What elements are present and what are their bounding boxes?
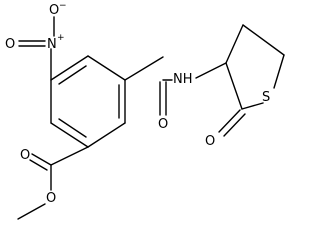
ring-bond: [87, 122, 126, 148]
ring-bond: [50, 122, 89, 148]
ring-bond: [225, 62, 243, 110]
ring-to-carbonyl-bond: [124, 56, 164, 81]
o-to-methyl-bond: [17, 203, 46, 220]
ring-double-bond: [58, 118, 87, 138]
structure-canvas: N + O − O O NH S O O O: [5, 1, 285, 220]
ring-bond: [242, 24, 285, 56]
nitro-n-charge: +: [57, 33, 65, 43]
lactone-double-bond: [218, 109, 241, 133]
nitro-o-charge: −: [59, 1, 67, 11]
ester-o-single-label: O: [46, 191, 56, 206]
ester-o-double-label: O: [20, 148, 30, 163]
thiolactone-ring: S O: [205, 24, 285, 149]
methyl-ester-group: O O: [17, 146, 89, 220]
ring-double-bond: [58, 65, 87, 85]
nh-to-ring-bond: [195, 62, 227, 79]
ring-bond: [225, 24, 244, 64]
nitro-o-left-label: O: [5, 37, 15, 52]
amide-group: O NH: [124, 56, 227, 132]
ring-bond: [273, 54, 285, 89]
molecule-structure: N + O − O O NH S O O O: [5, 1, 285, 220]
amide-o-label: O: [158, 117, 168, 132]
ring-bond: [50, 55, 89, 81]
nitro-o-top-label: O: [49, 3, 59, 18]
lactone-double-bond: [223, 113, 246, 137]
ester-double-bond: [31, 153, 52, 166]
ring-bond: [87, 55, 126, 81]
lactone-o-label: O: [205, 134, 215, 149]
ring-bond: [241, 102, 264, 110]
ring-s-label: S: [262, 90, 270, 105]
ester-double-bond: [29, 159, 48, 171]
benzene-ring: [50, 55, 126, 148]
nitro-n-label: N: [47, 37, 57, 52]
amide-nh-label: NH: [173, 72, 193, 87]
ring-to-ester-bond: [50, 146, 89, 166]
nitro-group: N + O − O: [5, 1, 67, 81]
